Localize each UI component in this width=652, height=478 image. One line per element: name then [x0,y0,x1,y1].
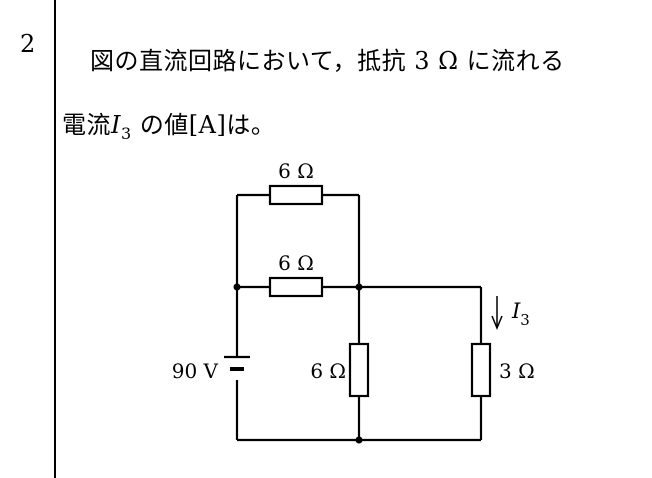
question-text: 図の直流回路において，抵抗 3 Ω に流れる 電流I3 の値[A]は。 [62,30,642,165]
resistor-top [268,184,324,206]
label-source: 90 V [172,359,219,383]
label-current-letter: I [511,299,521,323]
circuit-wires [235,193,483,442]
junction-center-bottom [355,436,363,444]
junction-center-top [355,283,363,291]
question-current-subscript: 3 [120,124,132,143]
question-line-2: 電流I3 の値[A]は。 [62,94,642,165]
label-r-vertical: 6 Ω [310,359,346,383]
question-number: 2 [20,30,36,58]
label-current: I3 [511,299,530,329]
resistor-right [470,342,492,398]
question-line-2-suffix: の値[A]は。 [139,111,276,139]
label-current-subscript: 3 [520,311,530,329]
question-current-letter: I [111,111,121,139]
resistor-vertical [348,342,370,398]
resistor-middle [268,276,324,298]
junction-left [233,283,241,291]
current-arrow-head [491,315,503,330]
question-divider [54,0,56,478]
question-line-1: 図の直流回路において，抵抗 3 Ω に流れる [90,47,565,75]
question-line-2-prefix: 電流 [62,111,111,139]
label-r-top: 6 Ω [278,159,314,183]
label-r-middle: 6 Ω [278,251,314,275]
label-r-right: 3 Ω [499,359,535,383]
question-current-symbol: I3 [111,111,132,143]
